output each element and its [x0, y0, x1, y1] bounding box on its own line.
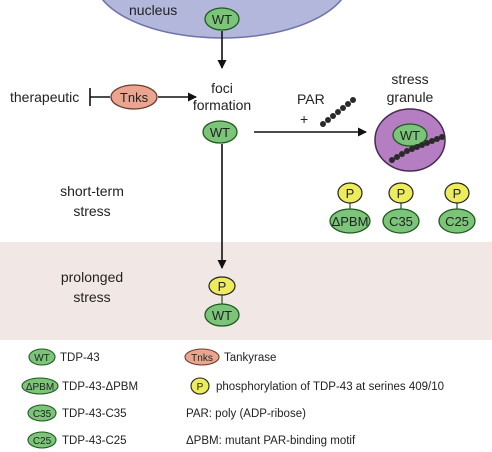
legend-tnks-badge: Tnks: [191, 353, 213, 364]
foci-label-line2: formation: [193, 97, 251, 113]
therapeutic-label: therapeutic: [10, 89, 79, 105]
legend-c35: C35 TDP-43-C35: [27, 404, 127, 422]
wt-protein-granule: WT: [392, 123, 428, 147]
legend-c25-text: TDP-43-C25: [62, 435, 127, 447]
prolonged-stress-band: [0, 242, 492, 340]
legend-p-badge: P: [197, 382, 204, 393]
legend-c35-text: TDP-43-C35: [62, 408, 127, 420]
legend-dpbm: ΔPBM TDP-43-ΔPBM: [21, 377, 138, 395]
short-term-line1: short-term: [60, 183, 124, 199]
nucleus-label: nucleus: [129, 2, 177, 18]
c35-label: C35: [389, 214, 413, 229]
legend-c25: C25 TDP-43-C25: [27, 431, 127, 449]
legend-wt: WT TDP-43: [28, 348, 100, 366]
p-label: P: [218, 279, 227, 294]
prolonged-line2: stress: [73, 289, 110, 305]
tnks-label: Tnks: [120, 90, 149, 105]
phospho-wt: P WT: [204, 276, 240, 327]
legend-tnks-text: Tankyrase: [224, 352, 276, 364]
par-chain-granule-icon: [389, 134, 445, 163]
plus-label: +: [300, 111, 308, 127]
legend-wt-text: TDP-43: [60, 352, 100, 364]
legend-wt-badge: WT: [34, 353, 50, 364]
wt-label: WT: [400, 128, 420, 143]
short-term-line2: stress: [73, 203, 110, 219]
stress-granule-line2: granule: [387, 89, 434, 105]
p-label: P: [346, 186, 355, 201]
legend-dpbm-badge: ΔPBM: [26, 382, 54, 393]
legend-par-text: PAR: poly (ADP-ribose): [186, 408, 306, 420]
wt-label: WT: [212, 12, 232, 27]
legend-dpbm-def: ΔPBM: mutant PAR-binding motif: [186, 435, 356, 447]
wt-protein-nucleus: WT: [204, 7, 240, 31]
phospho-c35: P C35: [382, 182, 420, 234]
p-label: P: [397, 186, 406, 201]
legend-p-text: phosphorylation of TDP-43 at serines 409…: [216, 381, 444, 393]
phospho-c25: P C25: [438, 182, 476, 234]
p-label: P: [453, 186, 462, 201]
legend-tnks: Tnks Tankyrase: [184, 348, 276, 366]
par-chain-icon: [320, 97, 356, 127]
tnks-protein: Tnks: [110, 84, 158, 110]
foci-label-line1: foci: [211, 80, 233, 96]
legend-c25-badge: C25: [33, 436, 52, 447]
prolonged-line1: prolonged: [61, 269, 123, 285]
wt-label: WT: [212, 308, 232, 323]
legend-dpbm-text: TDP-43-ΔPBM: [62, 381, 138, 393]
legend-c35-badge: C35: [33, 409, 52, 420]
legend-p: P phosphorylation of TDP-43 at serines 4…: [190, 377, 444, 395]
stress-granule-line1: stress: [391, 71, 428, 87]
dpbm-label: ΔPBM: [332, 214, 369, 229]
wt-label: WT: [210, 125, 230, 140]
c25-label: C25: [445, 214, 469, 229]
phospho-dpbm: P ΔPBM: [329, 182, 371, 234]
wt-protein-foci: WT: [202, 120, 238, 144]
legend: WT TDP-43 ΔPBM TDP-43-ΔPBM C35 TDP-43-C3…: [21, 348, 444, 449]
par-label: PAR: [297, 91, 325, 107]
